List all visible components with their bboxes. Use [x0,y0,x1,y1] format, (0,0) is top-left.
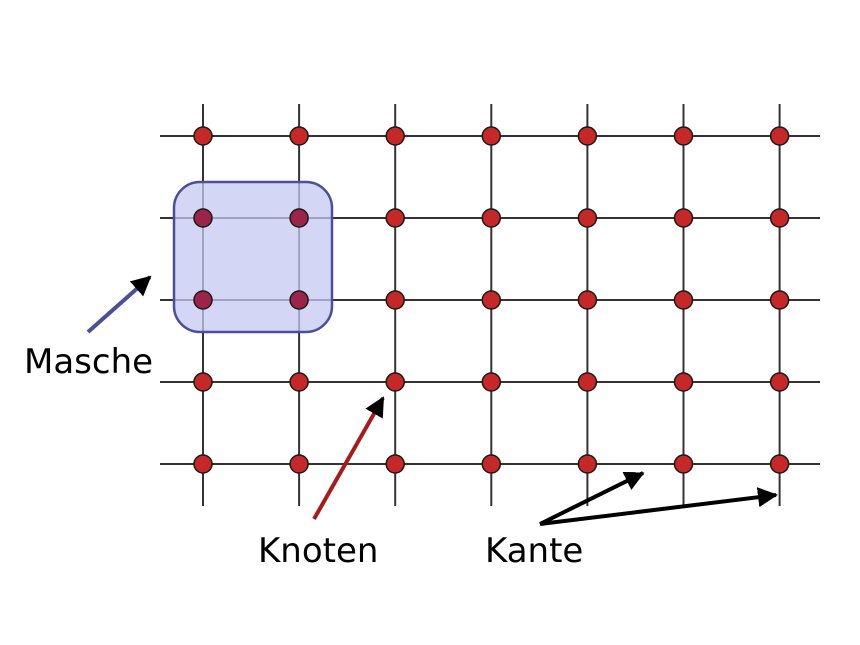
grid-node [289,372,309,392]
grid-node [577,126,598,146]
grid-node [385,208,405,228]
grid-node [673,454,694,474]
grid-node [193,208,213,228]
grid-node [385,454,405,474]
mesh-pointer-arrow [86,275,152,334]
grid-nodes [193,126,790,474]
grid-node [769,126,790,146]
grid-node [673,290,694,310]
grid-node [577,454,598,474]
grid-node [769,454,790,474]
grid-node [193,372,213,392]
grid-node [289,290,309,310]
grid-node [481,372,502,392]
grid-node [769,290,790,310]
grid-node [673,126,694,146]
mesh-label: Masche [24,342,154,382]
grid-node [193,454,213,474]
grid-node [673,372,694,392]
edge-pointer-arrow-horizontal [539,487,778,526]
grid-node [481,126,502,146]
grid-node [289,126,309,146]
grid-node [193,290,213,310]
grid-node [673,208,694,228]
pointer-arrows [86,275,778,526]
grid-node [481,454,502,474]
grid-node [769,208,790,228]
grid-node [577,208,598,228]
grid-node [577,290,598,310]
mesh-highlight [172,180,334,334]
grid-node [385,372,405,392]
edge-label: Kante [485,531,584,571]
grid-node [481,208,502,228]
grid-node [193,126,213,146]
grid-node [289,454,309,474]
node-label: Knoten [258,531,379,571]
grid-node [481,290,502,310]
grid-node [289,208,309,228]
grid-node [385,126,405,146]
grid-node [385,290,405,310]
node-pointer-arrow [312,396,385,520]
edge-pointer-arrow-vertical [539,471,645,526]
grid-node [577,372,598,392]
grid-node [769,372,790,392]
